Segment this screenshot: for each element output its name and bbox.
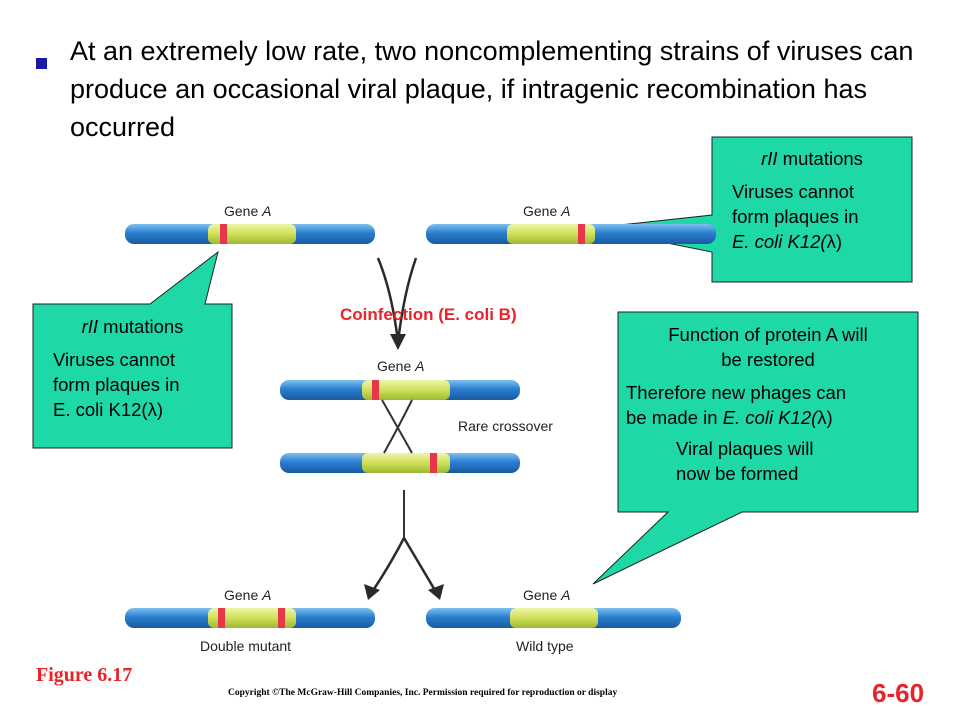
callout-right-line3: Therefore new phages can [626, 382, 847, 403]
callout-top-right-text: rII mutations Viruses cannot form plaque… [712, 146, 912, 254]
callout-left-line1: Viruses cannot [53, 349, 176, 370]
gene-label-bottom-right: Gene A [523, 587, 571, 603]
callout-top-right-line3: E. coli K12(λ) [732, 231, 843, 252]
wild-type-label: Wild type [516, 638, 574, 654]
gene-label-top-left: Gene A [224, 203, 272, 219]
page-number: 6-60 [872, 678, 925, 708]
converge-arrow-right [396, 257, 418, 343]
callout-right-line2: be restored [721, 349, 815, 370]
callout-top-right-line2: form plaques in [732, 206, 859, 227]
converge-arrow-left [376, 257, 400, 343]
diverge-arrow-right [402, 537, 438, 593]
callout-right-line6: now be formed [676, 463, 799, 484]
chromosome-top-right [426, 224, 716, 244]
chromosome-middle-lower [280, 453, 520, 473]
gene-label-bottom-left: Gene A [224, 587, 272, 603]
callout-left-text: rII mutations Viruses cannot form plaque… [33, 314, 232, 422]
callout-right-line5: Viral plaques will [676, 438, 814, 459]
callout-left-bubble [32, 250, 233, 449]
callout-left-line3: E. coli K12(λ) [53, 399, 164, 420]
copyright-notice: Copyright ©The McGraw-Hill Companies, In… [228, 688, 618, 698]
bullet-text: At an extremely low rate, two noncomplem… [70, 36, 914, 142]
gene-label-middle: Gene A [377, 358, 425, 374]
chromosome-wild-type [426, 608, 681, 628]
crossover-line-2 [383, 399, 413, 454]
callout-top-right-bubble [591, 136, 913, 283]
figure-label: Figure 6.17 [36, 664, 133, 686]
callout-right-line1: Function of protein A will [668, 324, 868, 345]
callout-right-text: Function of protein A will be restored T… [618, 322, 918, 486]
double-mutant-label: Double mutant [200, 638, 292, 654]
callout-right-bubble [592, 311, 919, 585]
chromosome-top-left [125, 224, 375, 244]
callout-left-title: rII mutations [81, 316, 184, 337]
callout-left-line2: form plaques in [53, 374, 180, 395]
bullet-marker [36, 58, 47, 69]
rare-crossover-label: Rare crossover [458, 418, 553, 434]
gene-label-top-right: Gene A [523, 203, 571, 219]
diverge-arrow-left [370, 537, 406, 593]
chromosome-double-mutant [125, 608, 375, 628]
coinfection-label: Coinfection (E. coli B) [340, 305, 517, 324]
callout-right-line4: be made in E. coli K12(λ) [626, 407, 833, 428]
callout-top-right-title: rII mutations [761, 148, 863, 169]
callout-top-right-line1: Viruses cannot [732, 181, 855, 202]
chromosome-middle-upper [280, 380, 520, 400]
